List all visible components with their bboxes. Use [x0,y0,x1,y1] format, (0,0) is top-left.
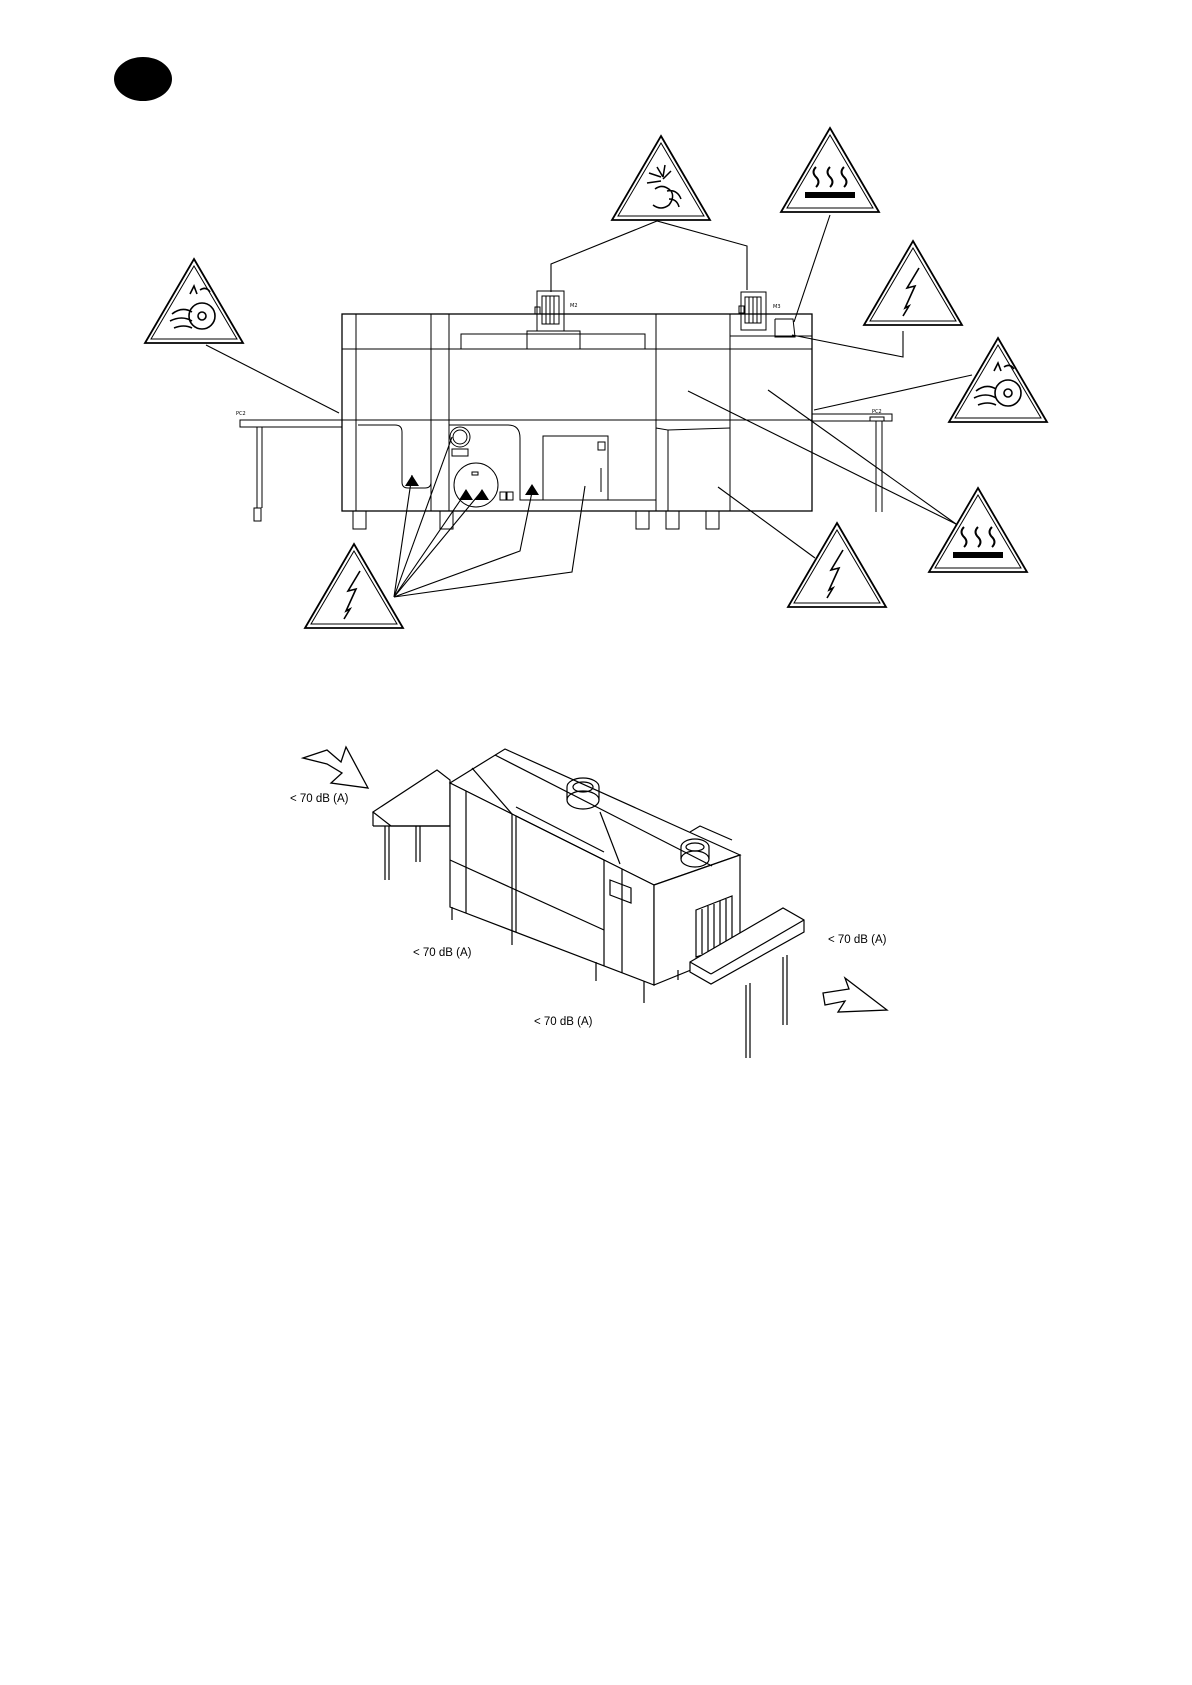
page-badge [114,57,172,101]
noise-label-exit: < 70 dB (A) [828,934,887,946]
motor-label-m3: M3 [773,304,781,310]
noise-label-front: < 70 dB (A) [413,947,472,959]
hazard-hot-surface-top [781,128,879,212]
hazard-electric-top-right [864,241,962,325]
hazard-entanglement-right [949,338,1047,422]
table-label-right: PC2 [872,409,882,415]
hazard-hot-surface-bottom [929,488,1027,572]
motor-label-m2: M2 [570,303,578,309]
noise-label-entry: < 70 dB (A) [290,793,349,805]
flow-arrow-in [303,747,368,788]
leader-lines [206,215,972,597]
flow-arrow-out [823,978,887,1012]
hazard-entanglement-left [145,259,243,343]
perspective-machine [373,749,804,1058]
front-view-machine [240,291,892,529]
table-label-left: PC2 [236,411,246,417]
hazard-electric-bottom-left [305,544,403,628]
noise-label-bottom: < 70 dB (A) [534,1016,593,1028]
hazard-cutting-hand [612,136,710,220]
hazard-electric-bottom-right [788,523,886,607]
